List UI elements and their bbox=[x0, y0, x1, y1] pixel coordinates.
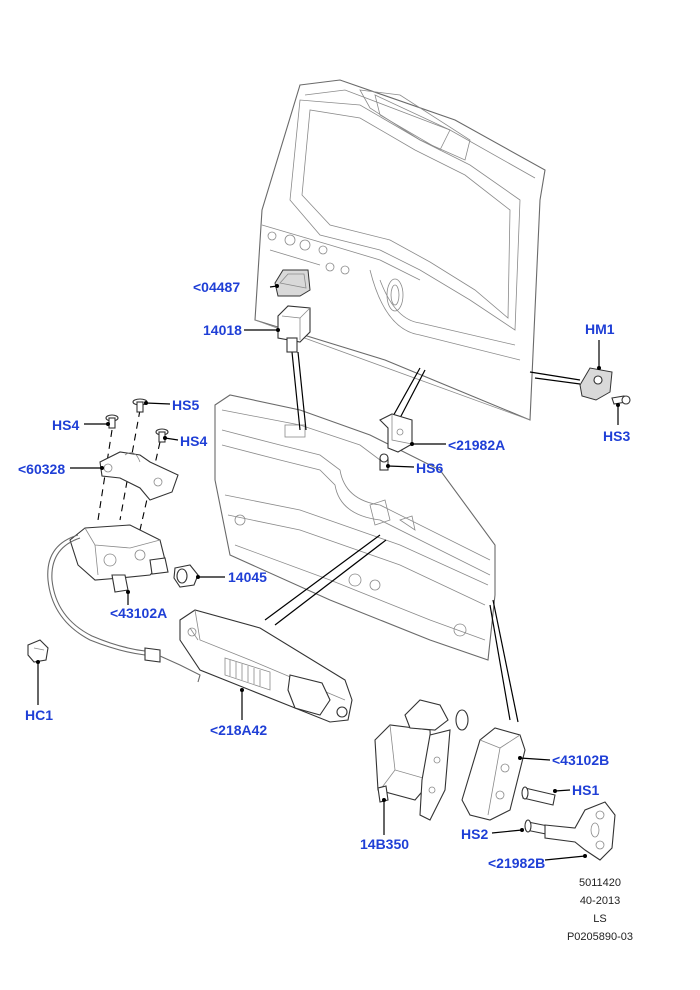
screw-hs3[interactable] bbox=[611, 395, 631, 405]
callout-hs5[interactable]: HS5 bbox=[172, 397, 200, 413]
callout-04487[interactable]: <04487 bbox=[193, 279, 241, 295]
callout-hc1[interactable]: HC1 bbox=[25, 707, 54, 723]
callout-hs4-right[interactable]: HS4 bbox=[180, 433, 208, 449]
part-reference: P0205890-03 bbox=[566, 931, 634, 943]
callout-hs1[interactable]: HS1 bbox=[572, 782, 600, 798]
hinge-bracket-hm1[interactable] bbox=[579, 367, 613, 401]
callout-hs4-left[interactable]: HS4 bbox=[52, 417, 80, 433]
striker-21982b[interactable] bbox=[544, 801, 616, 861]
callout-hs6[interactable]: HS6 bbox=[416, 460, 444, 476]
screw-hs4-left[interactable] bbox=[105, 414, 119, 429]
switch-14018[interactable] bbox=[277, 305, 311, 353]
callout-hs2[interactable]: HS2 bbox=[461, 826, 489, 842]
pad-04487[interactable] bbox=[274, 269, 311, 297]
callout-14045[interactable]: 14045 bbox=[228, 569, 267, 585]
callout-60328[interactable]: <60328 bbox=[18, 461, 66, 477]
callout-21982a[interactable]: <21982A bbox=[448, 437, 506, 453]
illustration-number: 5011420 bbox=[578, 877, 621, 889]
upper-liftgate-panel bbox=[254, 79, 546, 421]
connector-14045[interactable] bbox=[173, 564, 199, 588]
lower-tailgate-panel bbox=[214, 394, 496, 661]
callout-43102a[interactable]: <43102A bbox=[110, 605, 168, 621]
screw-hs1[interactable] bbox=[521, 786, 556, 806]
screw-hs5[interactable] bbox=[132, 398, 148, 413]
callout-hs3[interactable]: HS3 bbox=[603, 428, 631, 444]
callout-14018[interactable]: 14018 bbox=[203, 322, 242, 338]
latch-43102b[interactable] bbox=[461, 727, 526, 821]
callout-218a42[interactable]: <218A42 bbox=[210, 722, 268, 738]
model-code: LS bbox=[593, 913, 607, 925]
section-code: 40-2013 bbox=[579, 895, 621, 907]
screw-hs6[interactable] bbox=[379, 453, 389, 471]
release-cable bbox=[47, 534, 201, 683]
callout-14b350[interactable]: 14B350 bbox=[360, 836, 410, 852]
leader-lines bbox=[97, 351, 581, 723]
callout-21982b[interactable]: <21982B bbox=[488, 855, 546, 871]
clip-hc1[interactable] bbox=[27, 639, 49, 663]
bracket-21982a[interactable] bbox=[379, 413, 413, 453]
callout-43102b[interactable]: <43102B bbox=[552, 752, 610, 768]
actuator-218a42[interactable] bbox=[179, 609, 353, 723]
callout-hm1[interactable]: HM1 bbox=[585, 321, 615, 337]
bracket-60328[interactable] bbox=[99, 451, 179, 501]
callout-pointers bbox=[36, 284, 620, 861]
latch-43102a[interactable] bbox=[69, 524, 169, 593]
screw-hs4-right[interactable] bbox=[155, 428, 169, 443]
motor-14b350[interactable] bbox=[374, 699, 469, 821]
